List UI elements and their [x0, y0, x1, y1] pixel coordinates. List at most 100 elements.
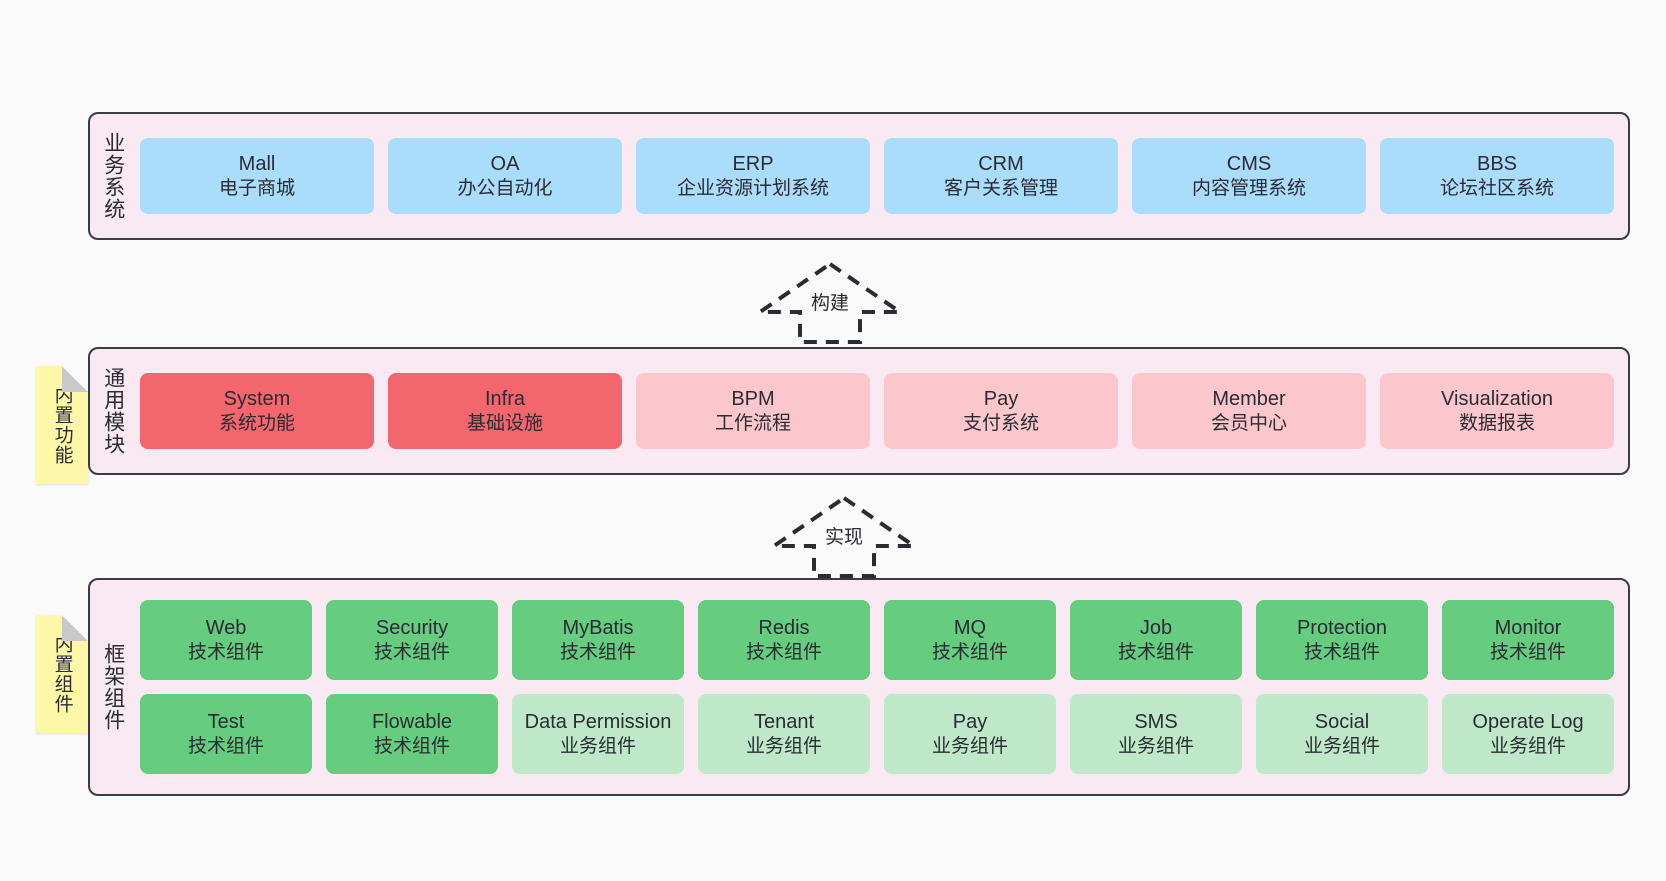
card-title-en: Tenant — [753, 711, 815, 734]
card-title-cn: 办公自动化 — [457, 177, 553, 199]
card-title-en: SMS — [1134, 711, 1178, 734]
card-title-en: Security — [375, 617, 449, 640]
layer-body-common-module: System 系统功能 Infra 基础设施 BPM 工作流程 Pay 支付系统… — [136, 349, 1628, 473]
card-title-en: BBS — [1476, 153, 1518, 176]
layer-title-business-system: 业务系统 — [101, 132, 125, 220]
layer-common-module: 通用模块 System 系统功能 Infra 基础设施 BPM 工作流程 Pay… — [88, 347, 1630, 475]
card-system[interactable]: System 系统功能 — [140, 373, 374, 449]
card-title-en: Monitor — [1494, 617, 1562, 640]
layer-body-business-system: Mall 电子商城 OA 办公自动化 ERP 企业资源计划系统 CRM 客户关系… — [136, 114, 1628, 238]
sticky-fold-corner-icon — [62, 615, 88, 641]
card-title-en: CRM — [978, 153, 1024, 176]
card-title-en: Web — [205, 617, 247, 640]
card-title-cn: 技术组件 — [187, 641, 264, 663]
card-erp[interactable]: ERP 企业资源计划系统 — [636, 138, 870, 214]
card-title-cn: 内容管理系统 — [1191, 177, 1306, 199]
card-title-en: Visualization — [1441, 388, 1553, 411]
card-mq[interactable]: MQ 技术组件 — [884, 600, 1056, 680]
card-title-cn: 技术组件 — [187, 735, 264, 757]
card-title-cn: 基础设施 — [466, 412, 543, 434]
card-title-cn: 业务组件 — [559, 735, 636, 757]
card-title-en: Social — [1314, 711, 1370, 734]
card-oa[interactable]: OA 办公自动化 — [388, 138, 622, 214]
card-title-cn: 系统功能 — [218, 412, 295, 434]
layer-business-system: 业务系统 Mall 电子商城 OA 办公自动化 ERP 企业资源计划系统 CRM… — [88, 112, 1630, 240]
card-title-cn: 业务组件 — [931, 735, 1008, 757]
card-title-cn: 会员中心 — [1210, 412, 1287, 434]
card-title-en: Flowable — [371, 711, 453, 734]
card-pay[interactable]: Pay 支付系统 — [884, 373, 1118, 449]
sticky-note-builtin-component: 内置组件 — [36, 615, 88, 733]
card-title-en: Pay — [952, 711, 988, 734]
card-title-cn: 电子商城 — [218, 177, 295, 199]
layer-title-framework-component: 框架组件 — [101, 643, 125, 731]
card-title-en: Infra — [484, 388, 526, 411]
card-bbs[interactable]: BBS 论坛社区系统 — [1380, 138, 1614, 214]
card-row: Web 技术组件 Security 技术组件 MyBatis 技术组件 Redi… — [140, 600, 1614, 680]
card-mall[interactable]: Mall 电子商城 — [140, 138, 374, 214]
card-title-cn: 工作流程 — [714, 412, 791, 434]
card-title-en: Job — [1139, 617, 1173, 640]
card-row: Mall 电子商城 OA 办公自动化 ERP 企业资源计划系统 CRM 客户关系… — [140, 138, 1614, 214]
card-cms[interactable]: CMS 内容管理系统 — [1132, 138, 1366, 214]
card-title-en: Pay — [983, 388, 1019, 411]
card-mybatis[interactable]: MyBatis 技术组件 — [512, 600, 684, 680]
card-title-cn: 技术组件 — [931, 641, 1008, 663]
card-title-cn: 技术组件 — [1117, 641, 1194, 663]
card-social[interactable]: Social 业务组件 — [1256, 694, 1428, 774]
card-title-cn: 技术组件 — [373, 735, 450, 757]
card-member[interactable]: Member 会员中心 — [1132, 373, 1366, 449]
layer-body-framework-component: Web 技术组件 Security 技术组件 MyBatis 技术组件 Redi… — [136, 580, 1628, 794]
card-title-en: Operate Log — [1472, 711, 1584, 734]
card-data-permission[interactable]: Data Permission 业务组件 — [512, 694, 684, 774]
arrow-implement: 实现 — [767, 495, 921, 578]
layer-framework-component: 框架组件 Web 技术组件 Security 技术组件 MyBatis 技术组件… — [88, 578, 1630, 796]
card-title-en: Test — [207, 711, 245, 734]
card-title-cn: 技术组件 — [1303, 641, 1380, 663]
card-title-cn: 业务组件 — [1489, 735, 1566, 757]
card-title-cn: 技术组件 — [373, 641, 450, 663]
card-title-cn: 业务组件 — [1117, 735, 1194, 757]
card-title-cn: 技术组件 — [745, 641, 822, 663]
card-test[interactable]: Test 技术组件 — [140, 694, 312, 774]
layer-title-common-module: 通用模块 — [101, 367, 125, 455]
card-title-en: Redis — [758, 617, 810, 640]
card-row: Test 技术组件 Flowable 技术组件 Data Permission … — [140, 694, 1614, 774]
card-title-en: CMS — [1226, 153, 1272, 176]
card-monitor[interactable]: Monitor 技术组件 — [1442, 600, 1614, 680]
card-title-cn: 支付系统 — [962, 412, 1039, 434]
card-title-en: BPM — [731, 388, 775, 411]
card-title-cn: 技术组件 — [559, 641, 636, 663]
sticky-fold-corner-icon — [62, 366, 88, 392]
card-security[interactable]: Security 技术组件 — [326, 600, 498, 680]
card-web[interactable]: Web 技术组件 — [140, 600, 312, 680]
card-job[interactable]: Job 技术组件 — [1070, 600, 1242, 680]
card-title-cn: 业务组件 — [1303, 735, 1380, 757]
card-protection[interactable]: Protection 技术组件 — [1256, 600, 1428, 680]
card-title-cn: 企业资源计划系统 — [676, 177, 829, 199]
card-tenant[interactable]: Tenant 业务组件 — [698, 694, 870, 774]
card-pay-business[interactable]: Pay 业务组件 — [884, 694, 1056, 774]
card-title-en: MyBatis — [562, 617, 634, 640]
card-title-en: Member — [1212, 388, 1286, 411]
card-title-cn: 数据报表 — [1458, 412, 1535, 434]
card-visualization[interactable]: Visualization 数据报表 — [1380, 373, 1614, 449]
card-title-en: Mall — [238, 153, 276, 176]
card-title-cn: 技术组件 — [1489, 641, 1566, 663]
card-bpm[interactable]: BPM 工作流程 — [636, 373, 870, 449]
arrow-build-shape — [753, 261, 907, 344]
arrow-implement-shape — [767, 495, 921, 578]
card-title-en: MQ — [953, 617, 987, 640]
arrow-implement-label: 实现 — [821, 522, 867, 549]
card-crm[interactable]: CRM 客户关系管理 — [884, 138, 1118, 214]
card-sms[interactable]: SMS 业务组件 — [1070, 694, 1242, 774]
card-title-en: ERP — [732, 153, 774, 176]
card-flowable[interactable]: Flowable 技术组件 — [326, 694, 498, 774]
sticky-note-label: 内置组件 — [51, 634, 73, 714]
card-operate-log[interactable]: Operate Log 业务组件 — [1442, 694, 1614, 774]
card-infra[interactable]: Infra 基础设施 — [388, 373, 622, 449]
card-redis[interactable]: Redis 技术组件 — [698, 600, 870, 680]
card-title-en: Protection — [1296, 617, 1388, 640]
sticky-note-label: 内置功能 — [51, 385, 73, 465]
